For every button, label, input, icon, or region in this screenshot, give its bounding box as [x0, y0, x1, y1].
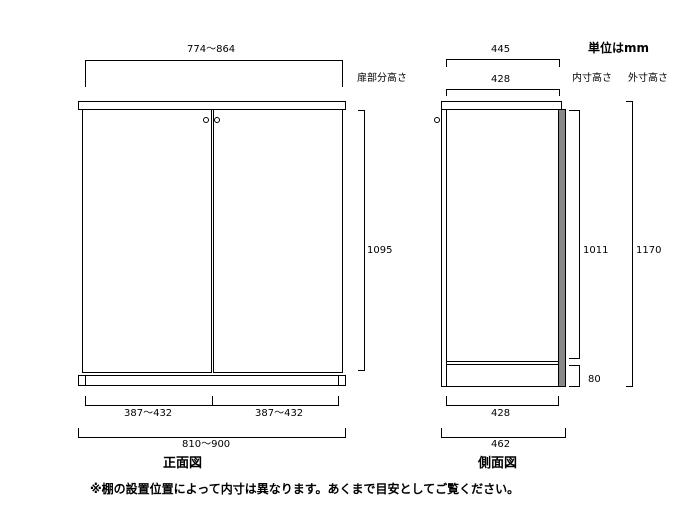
- side-back-panel: [558, 109, 566, 387]
- side-outer-height-dimension-line: [626, 101, 633, 387]
- side-interior: [446, 109, 559, 362]
- front-door-width-dimension-line: [85, 396, 339, 406]
- side-inner-height-title: 内寸高さ: [572, 73, 612, 84]
- side-top-board: [441, 101, 562, 110]
- side-outer-height-value: 1170: [636, 245, 662, 256]
- side-inner-height-dimension-line: [569, 110, 580, 359]
- side-plinth-height-value: 80: [588, 374, 601, 385]
- side-view: [434, 59, 633, 438]
- side-inner-depth-label: 428: [491, 74, 511, 85]
- side-overall-depth-label: 462: [491, 439, 511, 450]
- front-right-door-width-label: 387〜432: [255, 408, 304, 419]
- front-view-caption: 正面図: [163, 456, 203, 471]
- front-overall-width-label: 810〜900: [182, 439, 231, 450]
- side-inner-height-value: 1011: [583, 245, 609, 256]
- front-plinth: [78, 375, 346, 386]
- side-inner-depth-dimension-line: [446, 89, 560, 96]
- left-knob: [203, 117, 209, 123]
- front-door-height-title: 扉部分高さ: [357, 73, 407, 84]
- side-door-edge: [441, 109, 447, 387]
- front-overall-width-dimension-line: [78, 428, 346, 438]
- side-overall-depth-dimension-line: [441, 428, 566, 438]
- side-view-caption: 側面図: [478, 456, 518, 471]
- front-top-dimension-line: [85, 60, 343, 87]
- unit-label: 単位はmm: [588, 41, 650, 55]
- side-outer-height-title: 外寸高さ: [628, 73, 668, 84]
- side-plinth-height-dimension-line: [569, 365, 580, 387]
- front-left-door-width-label: 387〜432: [124, 408, 173, 419]
- front-top-width-label: 774〜864: [187, 44, 236, 55]
- side-knob: [434, 117, 440, 123]
- right-knob: [214, 117, 220, 123]
- side-top-depth-dimension-line: [446, 59, 560, 67]
- side-plinth: [446, 364, 559, 387]
- side-top-depth-label: 445: [491, 44, 511, 55]
- front-left-door: [82, 109, 212, 373]
- footnote: ※棚の設置位置によって内寸は異なります。あくまで目安としてご覧ください。: [90, 482, 520, 496]
- front-right-door: [213, 109, 343, 373]
- side-bottom-inner-depth-label: 428: [491, 408, 511, 419]
- front-top-board: [78, 101, 346, 110]
- side-bottom-inner-depth-dimension-line: [446, 396, 559, 406]
- front-view: [78, 60, 365, 438]
- front-door-height-dimension-line: [358, 110, 365, 371]
- front-door-height-value: 1095: [367, 245, 393, 256]
